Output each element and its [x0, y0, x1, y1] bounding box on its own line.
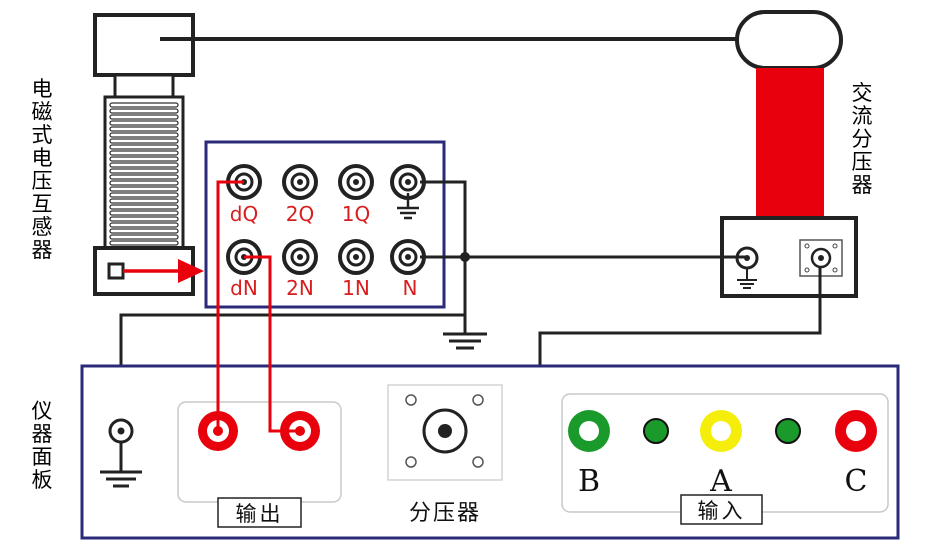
insulator-rib [109, 150, 179, 156]
pt-terminal [107, 262, 125, 280]
screw-icon [405, 456, 417, 468]
insulator-rib [109, 102, 179, 108]
insulator-rib [109, 240, 179, 246]
junction-dot [460, 252, 470, 262]
earth-ground-icon [443, 320, 487, 350]
ac-divider [720, 10, 858, 298]
input-jack-b-green[interactable] [568, 410, 610, 452]
divider-label: 交流分压器 [851, 81, 873, 197]
pt-neck [113, 73, 175, 99]
input-jack-c-red[interactable] [835, 410, 877, 452]
terminal-row-bottom [226, 239, 426, 275]
insulator-rib [109, 192, 179, 198]
insulator-rib [109, 234, 179, 240]
insulator-rib [109, 114, 179, 120]
pt-head [93, 13, 195, 77]
pt-arrow-icon [178, 259, 204, 283]
pt-label: 电磁式电压互感器 [31, 77, 53, 262]
terminal-2q[interactable] [282, 164, 318, 200]
terminal-ground-icon [397, 193, 419, 220]
screw-icon [405, 394, 417, 406]
insulator-rib [109, 222, 179, 228]
output-box [177, 401, 342, 503]
input-indicator-green-2 [775, 418, 801, 444]
screw-icon [472, 394, 484, 406]
divider-top-ring [735, 10, 843, 70]
screw-icon [472, 456, 484, 468]
divider-port-label: 分压器 [409, 501, 481, 526]
insulator-rib [109, 126, 179, 132]
insulator-rib [109, 156, 179, 162]
output-label-box [217, 497, 302, 528]
insulator-rib [109, 108, 179, 114]
input-label-a: A [709, 464, 732, 499]
input-label-box [680, 494, 763, 525]
terminal-label-dn: dN [230, 276, 258, 300]
insulator-rib [109, 162, 179, 168]
insulator-rib [109, 198, 179, 204]
input-indicator-green-1 [643, 418, 669, 444]
insulator-rib [109, 138, 179, 144]
insulator-rib [109, 132, 179, 138]
insulator-rib [109, 168, 179, 174]
input-label-b: B [578, 464, 600, 499]
pt-insulator-ribs [103, 95, 185, 250]
terminal-label-dq: dQ [230, 202, 258, 226]
red-wires [216, 180, 300, 433]
insulator-rib [109, 120, 179, 126]
insulator-rib [109, 210, 179, 216]
input-jack-a-yellow[interactable] [700, 410, 742, 452]
terminal-1n[interactable] [338, 239, 374, 275]
insulator-rib [109, 204, 179, 210]
insulator-rib [109, 180, 179, 186]
wire-ground-link [420, 180, 467, 320]
terminal-label-2q: 2Q [286, 202, 314, 226]
wire-dn-to-output [244, 255, 300, 433]
divider-column [756, 68, 824, 218]
insulator-rib [109, 174, 179, 180]
insulator-rib [109, 186, 179, 192]
panel-label: 仪器面板 [31, 399, 53, 492]
voltage-transformer [93, 13, 195, 296]
insulator-rib [109, 228, 179, 234]
terminal-1q[interactable] [338, 164, 374, 200]
terminal-label-2n: 2N [286, 276, 314, 300]
insulator-rib [109, 144, 179, 150]
terminal-label-n: N [403, 276, 418, 300]
terminal-label-1q: 1Q [342, 202, 370, 226]
divider-bnc-port[interactable] [422, 408, 468, 454]
input-label-c: C [845, 464, 868, 499]
panel-ground-terminal [100, 418, 142, 488]
terminal-n[interactable] [390, 239, 426, 275]
wire-dq-to-output [216, 180, 244, 431]
terminal-2n[interactable] [282, 239, 318, 275]
terminal-ground[interactable] [390, 164, 426, 200]
output-label: 输出 [236, 502, 284, 526]
terminal-label-1n: 1N [342, 276, 370, 300]
input-label: 输入 [698, 499, 746, 523]
insulator-rib [109, 216, 179, 222]
